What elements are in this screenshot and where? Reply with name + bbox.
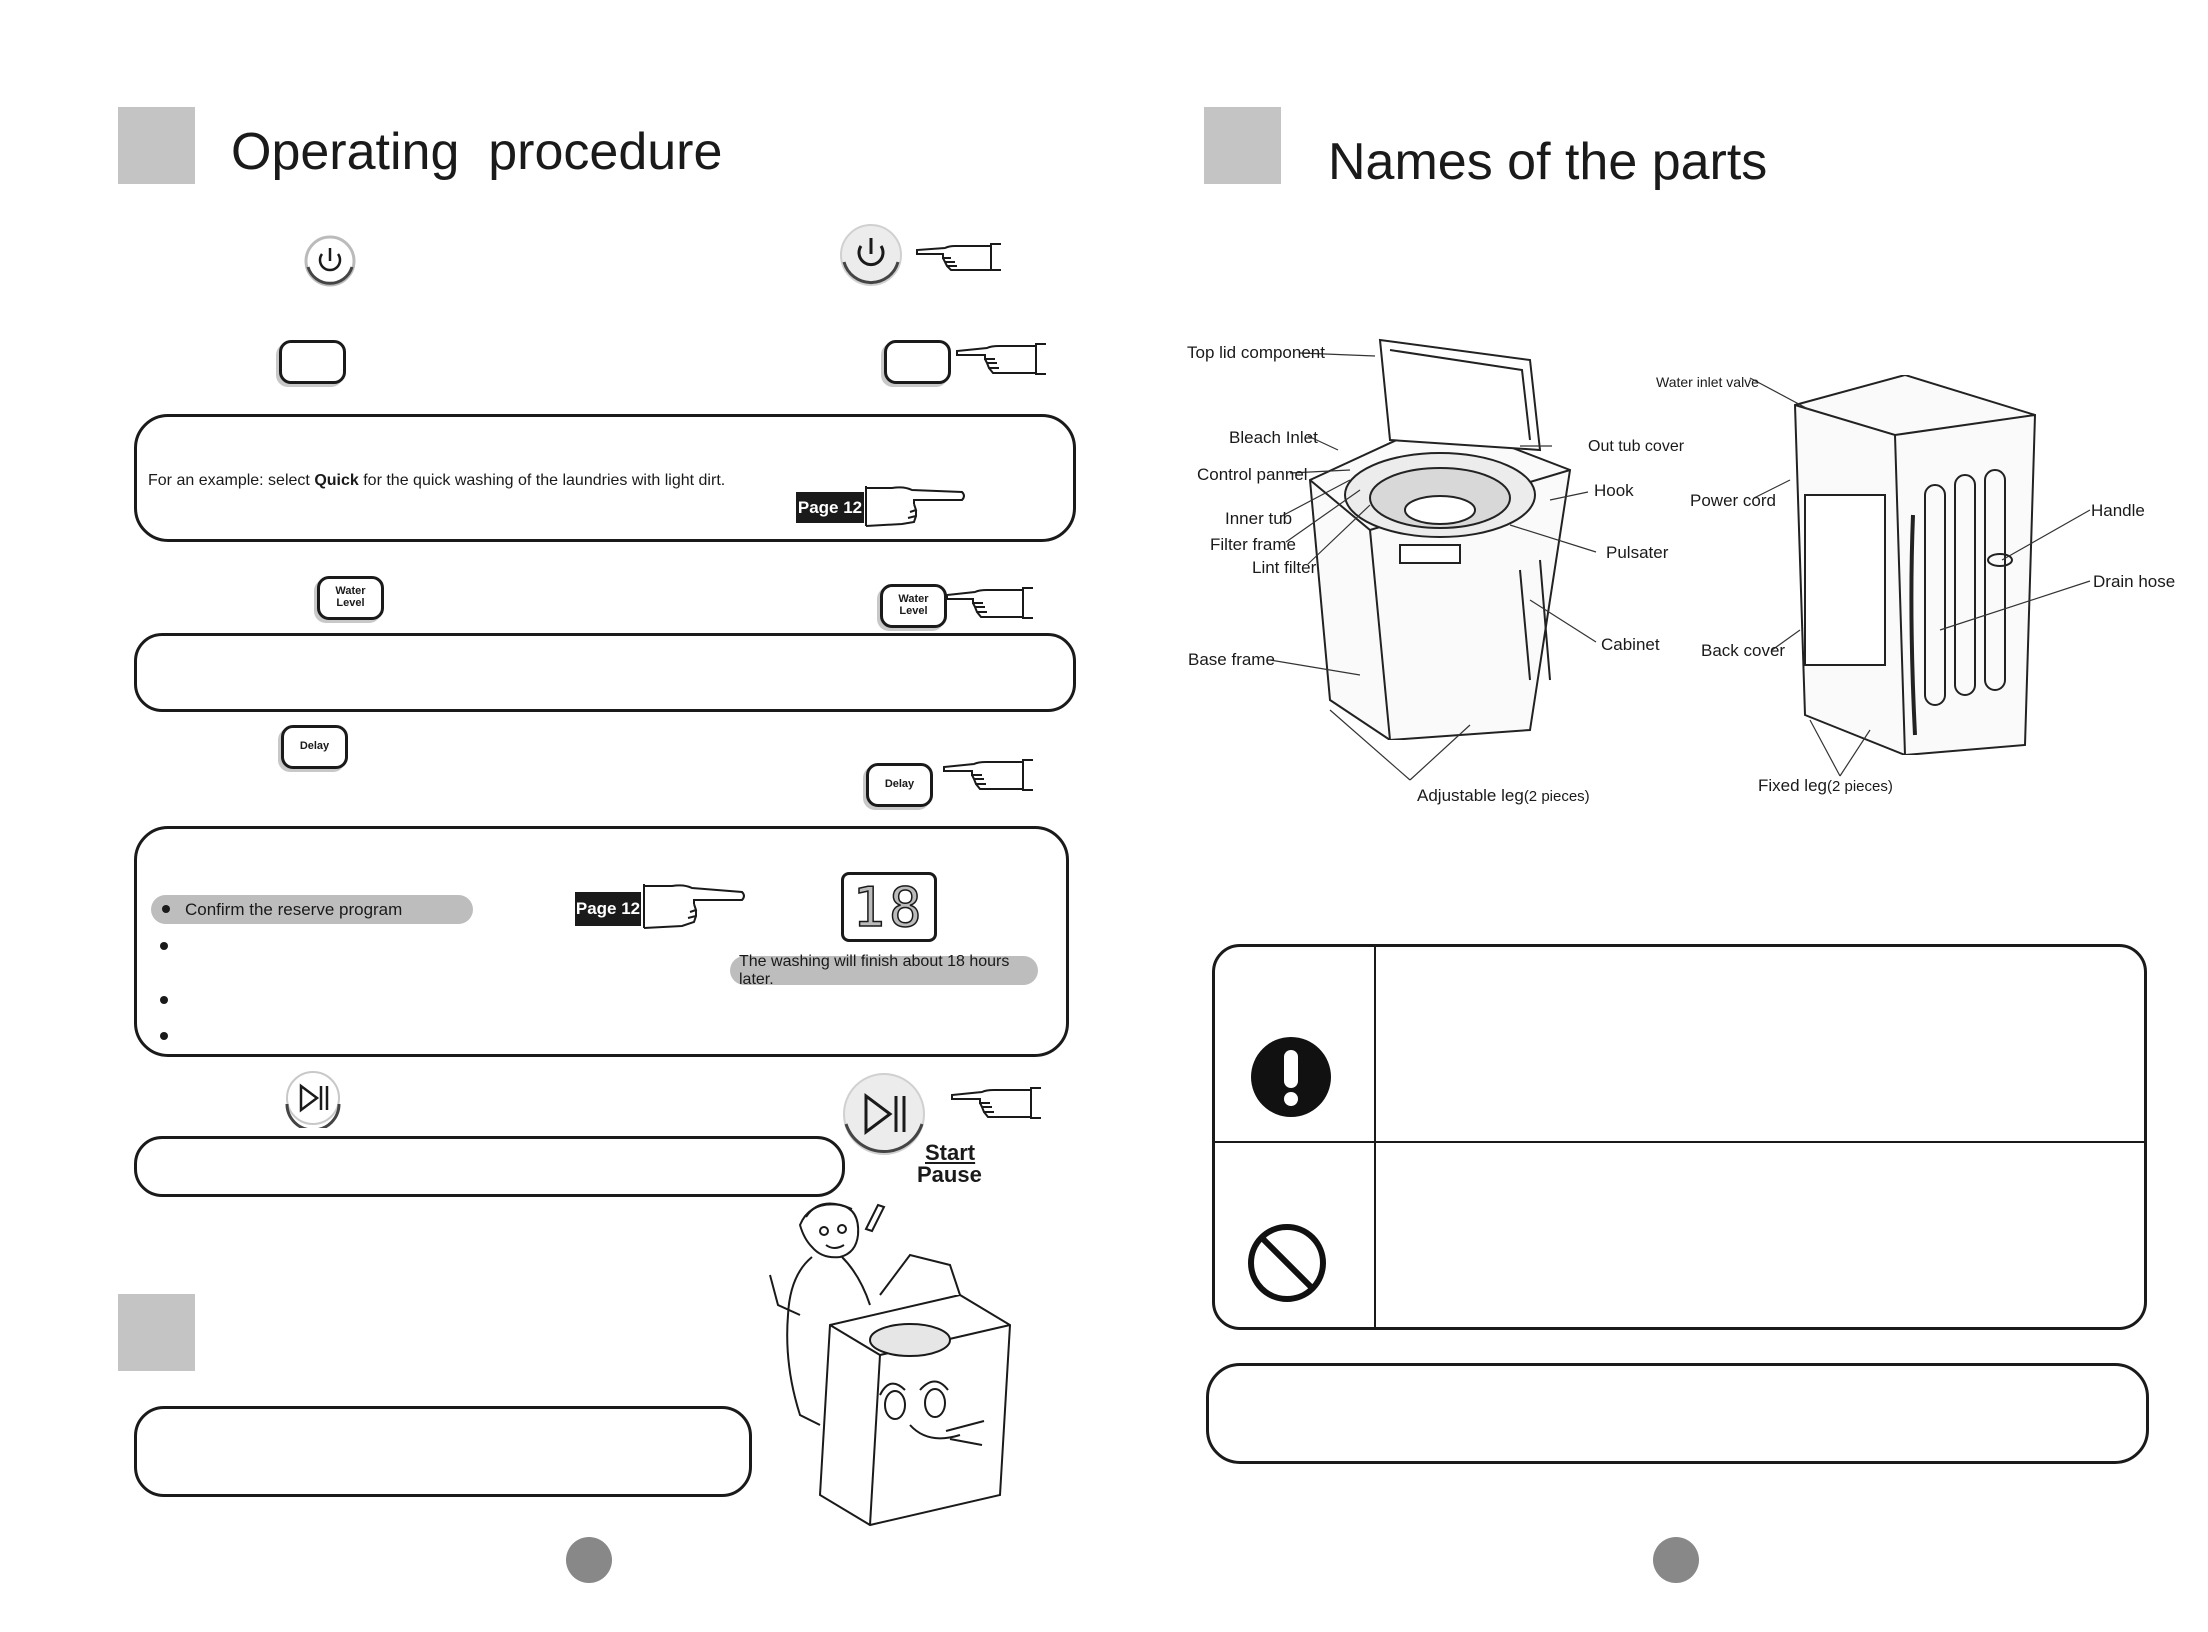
page-number-circle bbox=[1653, 1537, 1699, 1583]
delay-button[interactable]: Delay bbox=[866, 763, 933, 807]
pointing-hand-icon bbox=[951, 1087, 1041, 1119]
page-ref-badge[interactable]: Page 12 bbox=[575, 892, 641, 926]
pause-label: Pause bbox=[917, 1162, 982, 1187]
bullet bbox=[160, 1032, 168, 1040]
page-title-operating: Operating procedure bbox=[231, 123, 723, 181]
leader-lines bbox=[1269, 352, 2091, 781]
pointing-hand-icon bbox=[865, 486, 965, 527]
prohibited-icon bbox=[1248, 1224, 1326, 1302]
adjustable-leg-qty: (2 pieces) bbox=[1523, 788, 1590, 805]
warning-table bbox=[1212, 944, 2147, 1330]
section-marker bbox=[1204, 107, 1281, 184]
example-prefix: For an example: select bbox=[148, 472, 310, 489]
bullet bbox=[160, 942, 168, 950]
cartoon-washer-illustration bbox=[769, 1202, 1012, 1527]
washer-back-diagram bbox=[1793, 375, 2037, 755]
fixed-leg-text: Fixed leg bbox=[1758, 776, 1827, 795]
section-marker bbox=[118, 1294, 195, 1371]
delay-button-diagram: Delay bbox=[281, 725, 348, 769]
label-adjustable-leg: Adjustable leg(2 pieces) bbox=[1417, 786, 1590, 806]
label-handle: Handle bbox=[2091, 501, 2145, 520]
label-cabinet: Cabinet bbox=[1601, 635, 1660, 654]
pointing-hand-icon bbox=[946, 587, 1033, 619]
bullet bbox=[160, 996, 168, 1004]
label-filter-frame: Filter frame bbox=[1210, 535, 1296, 554]
water-level-button[interactable]: Water Level bbox=[880, 584, 947, 628]
digital-display: 18 bbox=[841, 872, 937, 942]
example-text: For an example: select Quick for the qui… bbox=[148, 472, 725, 490]
label-hook: Hook bbox=[1594, 481, 1634, 500]
section-2-box bbox=[134, 1406, 752, 1497]
pointing-hand-icon bbox=[916, 243, 1001, 271]
note-box bbox=[1206, 1363, 2149, 1464]
pointing-hand-icon bbox=[956, 343, 1046, 375]
start-pause-button-icon[interactable] bbox=[840, 1070, 928, 1158]
finish-time-pill: The washing will finish about 18 hours l… bbox=[730, 953, 1038, 988]
water-level-button-diagram: Water Level bbox=[317, 576, 384, 620]
label-bleach-inlet: Bleach Inlet bbox=[1229, 428, 1318, 447]
label-water-inlet-valve: Water inlet valve bbox=[1656, 374, 1759, 390]
label-drain-hose: Drain hose bbox=[2093, 572, 2176, 591]
label-out-tub-cover: Out tub cover bbox=[1588, 438, 1685, 455]
power-button-icon[interactable] bbox=[838, 222, 904, 288]
section-marker bbox=[118, 107, 195, 184]
washer-front-diagram bbox=[1308, 338, 1572, 740]
pointing-hand-icon bbox=[643, 884, 745, 929]
exclamation-icon bbox=[1251, 1037, 1331, 1117]
label-control-pannel: Control pannel bbox=[1197, 465, 1308, 484]
label-lint-filter: Lint filter bbox=[1252, 558, 1317, 577]
program-button-diagram bbox=[279, 340, 346, 384]
example-suffix: for the quick washing of the laundries w… bbox=[363, 472, 726, 489]
label-base-frame: Base frame bbox=[1188, 650, 1275, 669]
label-fixed-leg: Fixed leg(2 pieces) bbox=[1758, 776, 1893, 796]
power-icon bbox=[304, 235, 356, 287]
fixed-leg-qty: (2 pieces) bbox=[1826, 778, 1893, 795]
label-pulsater: Pulsater bbox=[1606, 543, 1669, 562]
label-back-cover: Back cover bbox=[1701, 641, 1786, 660]
adjustable-leg-text: Adjustable leg bbox=[1417, 786, 1524, 805]
label-top-lid: Top lid component bbox=[1187, 343, 1325, 362]
warning-table-divider-vertical bbox=[1374, 946, 1376, 1328]
warning-table-divider-horizontal bbox=[1214, 1141, 2145, 1143]
example-quick: Quick bbox=[314, 472, 359, 489]
bullet bbox=[162, 905, 170, 913]
pointing-hand-icon bbox=[943, 759, 1033, 791]
page-number-circle bbox=[566, 1537, 612, 1583]
water-level-info-box bbox=[134, 633, 1076, 712]
label-power-cord: Power cord bbox=[1690, 491, 1776, 510]
play-pause-icon bbox=[285, 1071, 341, 1128]
page-ref-badge[interactable]: Page 12 bbox=[796, 492, 864, 523]
start-label: Start bbox=[925, 1140, 976, 1165]
start-info-box bbox=[134, 1136, 845, 1197]
page-title-parts: Names of the parts bbox=[1328, 133, 1768, 191]
program-info-box bbox=[134, 414, 1076, 542]
program-button[interactable] bbox=[884, 340, 951, 384]
label-inner-tub: Inner tub bbox=[1225, 509, 1293, 528]
reserve-program-pill: Confirm the reserve program bbox=[151, 895, 473, 924]
